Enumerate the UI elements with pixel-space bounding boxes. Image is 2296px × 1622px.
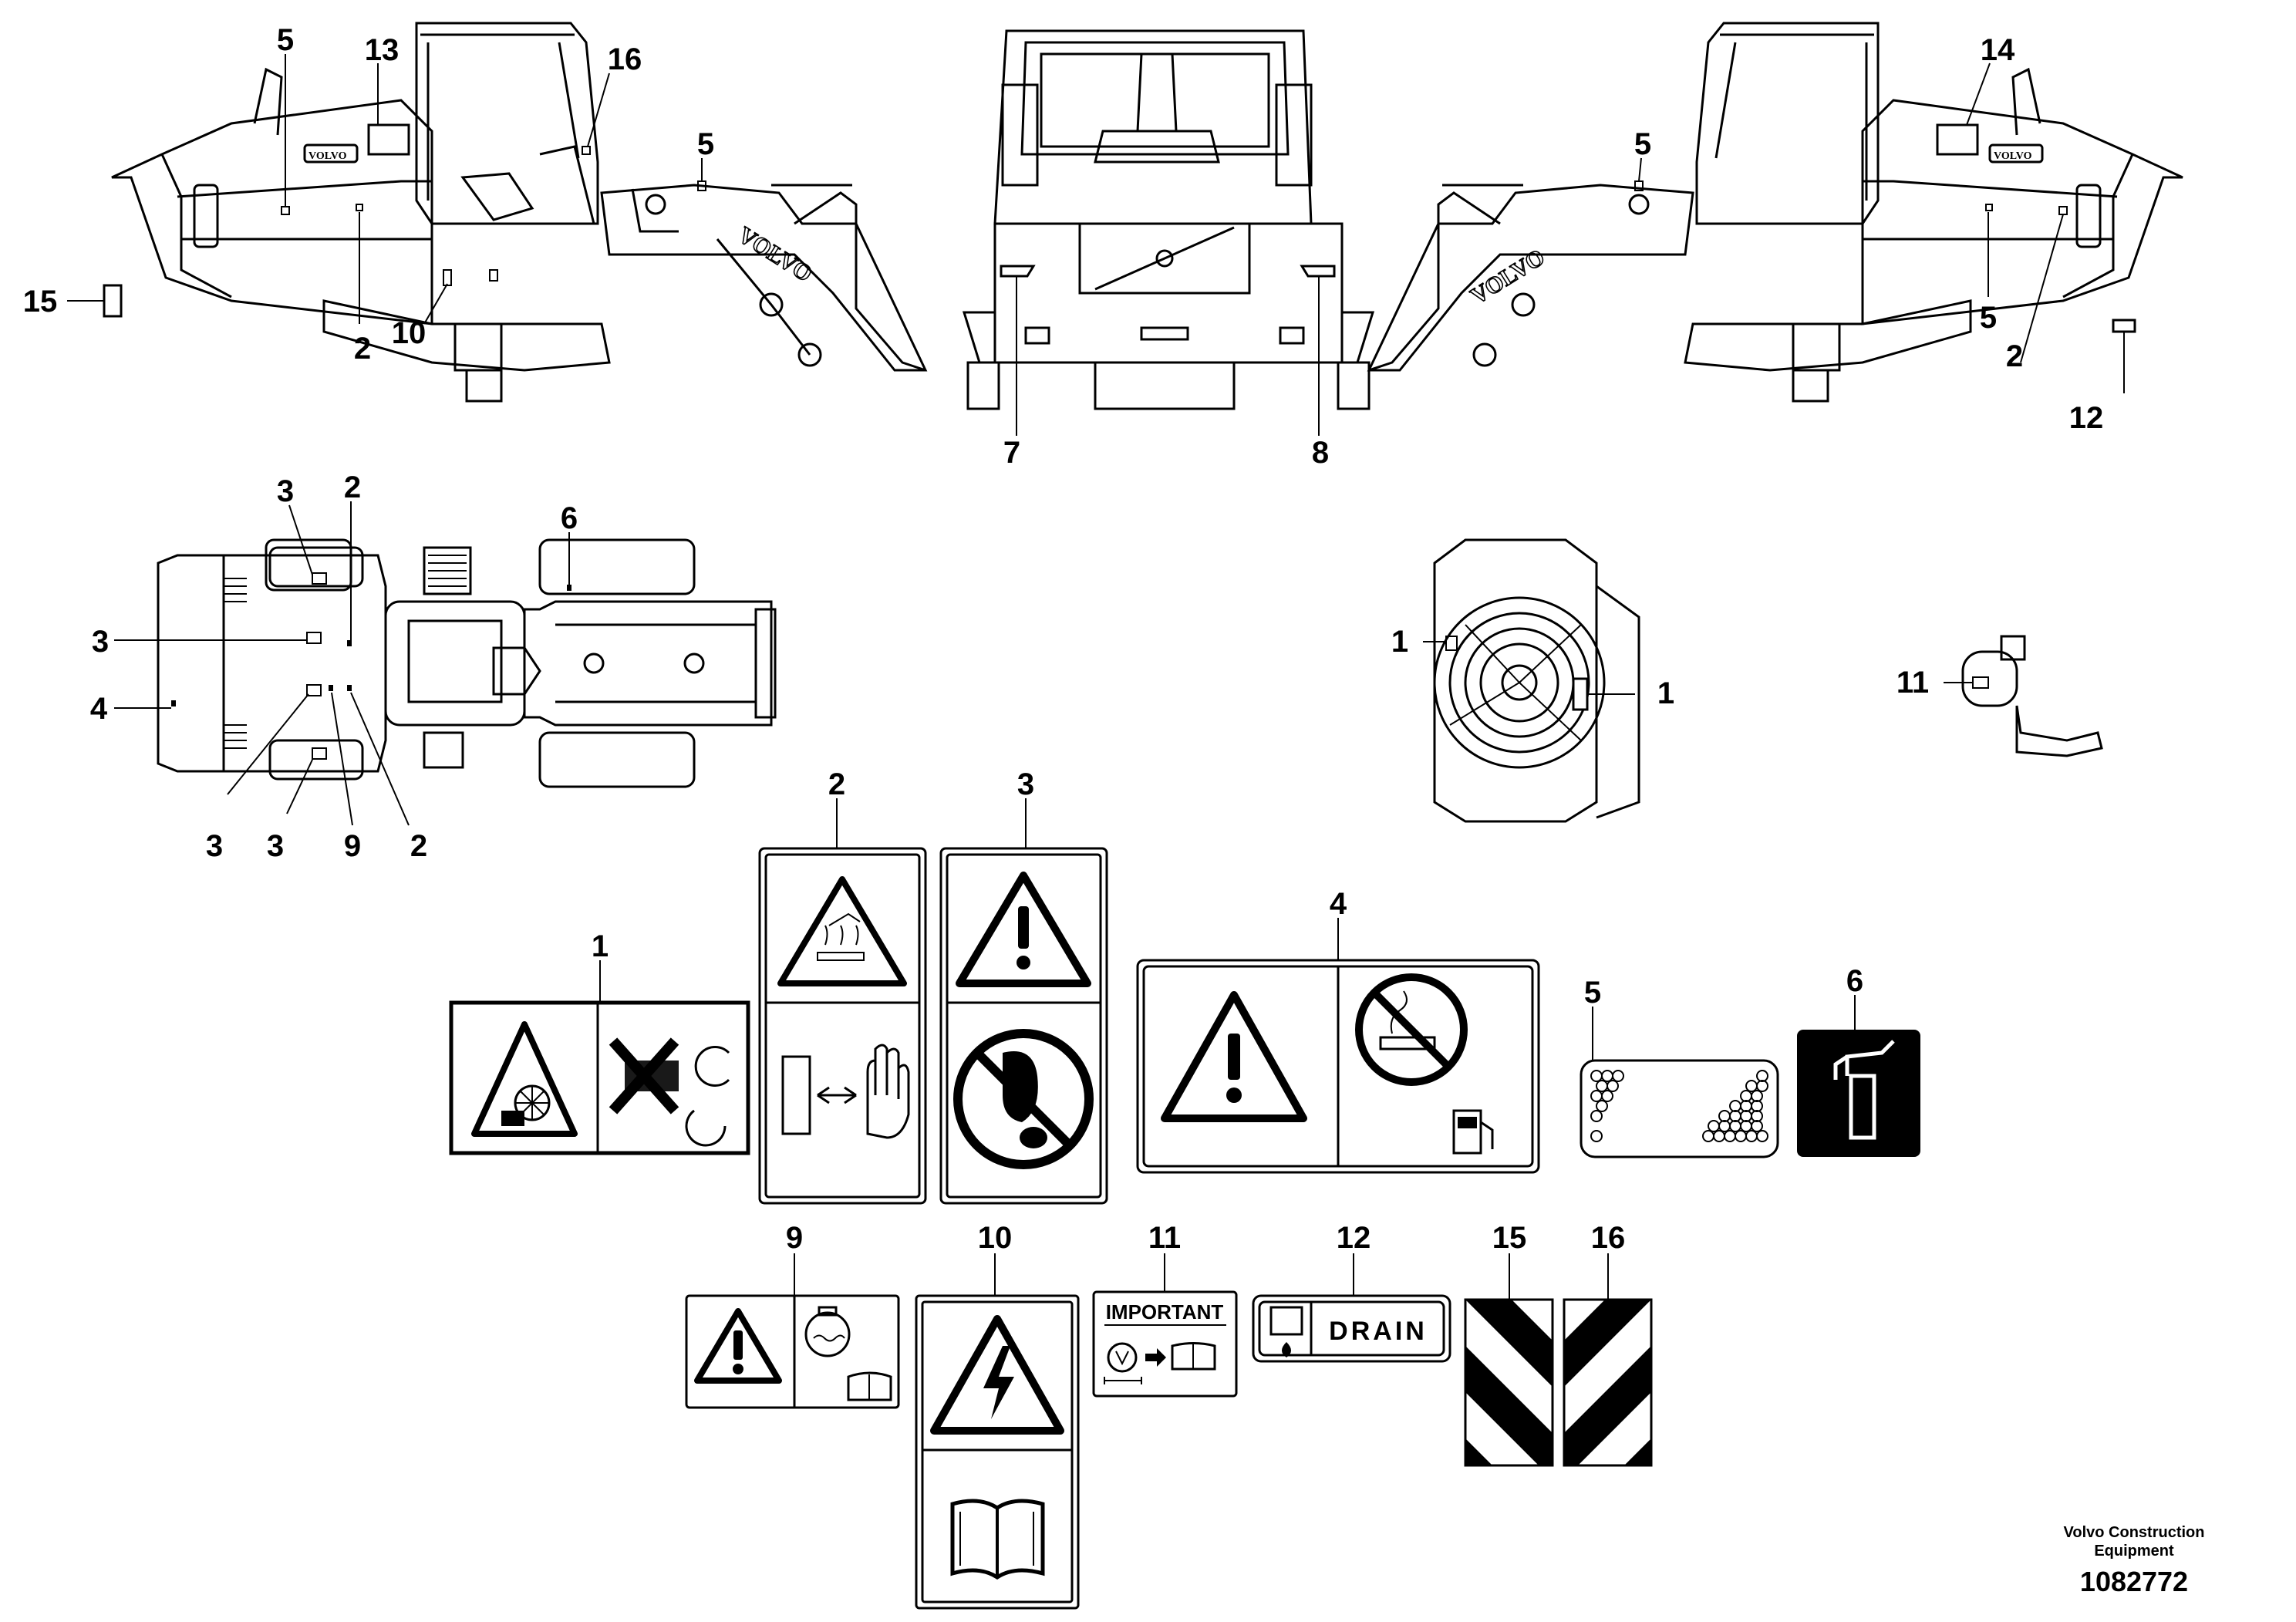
manual-book-icon	[847, 1371, 892, 1401]
callout-1-fan-right: 1	[1657, 676, 1674, 710]
top-view-decal-3-marker-b	[306, 632, 322, 644]
callout-14: 14	[1981, 33, 2015, 67]
callout-5-left-arm: 5	[697, 127, 714, 161]
right-view-decal-14-marker	[1936, 123, 1979, 156]
callout-16-side: 16	[608, 42, 642, 76]
decal-6-fire-extinguisher	[1797, 995, 1920, 1157]
callout-1-fan-left: 1	[1391, 625, 1408, 659]
drain-drop-icon	[1282, 1334, 1291, 1357]
top-view-decal-3-marker-d	[312, 747, 327, 760]
callout-labels: 5 13 16 5 15 2 10 7 8 14 5 5 2 12 3 2 6 …	[23, 23, 2104, 1255]
rotation-arrow-icon	[694, 1046, 730, 1087]
callout-9-decal: 9	[786, 1221, 803, 1255]
hand-icon	[866, 1044, 910, 1139]
callout-15-decal: 15	[1492, 1221, 1527, 1255]
callout-3-top-a: 3	[277, 474, 294, 508]
callout-5-right-arm: 5	[1634, 127, 1651, 161]
decal-11-important-manual: IMPORTANT	[1092, 1253, 1238, 1398]
callout-12-decal: 12	[1337, 1221, 1371, 1255]
callout-3-decal: 3	[1017, 767, 1034, 801]
loader-rear-view	[962, 29, 1375, 436]
decal-1-rotating-fan-warning	[449, 960, 750, 1155]
callout-5-decal: 5	[1584, 976, 1601, 1010]
callout-7: 7	[1003, 436, 1020, 470]
decal-5-reflector	[1580, 1007, 1779, 1158]
callout-16-decal: 16	[1591, 1221, 1626, 1255]
callout-11-filter: 11	[1896, 666, 1929, 700]
important-label: IMPORTANT	[1106, 1300, 1224, 1324]
callout-13: 13	[365, 33, 400, 67]
callout-3-top-c: 3	[206, 829, 223, 863]
callout-10-side: 10	[392, 316, 426, 350]
callout-3-top-d: 3	[267, 829, 284, 863]
keep-distance-arrow-icon	[817, 1086, 857, 1104]
air-filter-decal-11-marker	[1972, 676, 1989, 689]
left-view-decal-15-marker	[103, 284, 123, 318]
decal-16-chevron-right	[1563, 1253, 1653, 1467]
callout-3-top-b: 3	[92, 625, 109, 659]
decal-3-no-step-warning	[939, 798, 1108, 1205]
callout-4-decal: 4	[1330, 887, 1347, 921]
callout-2-decal: 2	[828, 767, 845, 801]
callout-2-left: 2	[354, 332, 371, 366]
publisher-line-1: Volvo Construction	[2063, 1524, 2205, 1541]
fan-decal-1-marker-right	[1572, 677, 1589, 711]
callout-9-top: 9	[344, 829, 361, 863]
air-filter-indicator-icon	[1107, 1342, 1138, 1373]
decal-2-hot-surface-warning	[758, 798, 927, 1205]
decal-15-chevron-left	[1464, 1253, 1554, 1467]
callout-5-left-hood: 5	[277, 23, 294, 57]
rear-view-decal-8-marker	[1300, 265, 1336, 278]
fan-decal-1-marker-left	[1445, 636, 1458, 651]
right-view-decal-12-marker	[2112, 319, 2136, 333]
callout-10-decal: 10	[978, 1221, 1013, 1255]
svg-text:VOLVO: VOLVO	[308, 150, 347, 162]
callout-8: 8	[1312, 436, 1329, 470]
decal-10-electrical-warning	[915, 1253, 1080, 1610]
callout-2-right: 2	[2006, 339, 2023, 373]
fire-extinguisher-icon	[1797, 1030, 1920, 1157]
decal-4-no-smoking-warning	[1136, 918, 1540, 1174]
callout-5-right-frame: 5	[1980, 301, 1997, 335]
callout-1-decal: 1	[592, 929, 609, 963]
callout-11-decal: 11	[1148, 1221, 1181, 1255]
manual-book-icon	[1171, 1342, 1216, 1371]
callout-2-top-b: 2	[410, 829, 427, 863]
loader-right-side-view: VOLVO VOLVO	[1367, 22, 2183, 403]
loader-left-side-view: VOLVO VOLVO	[67, 22, 928, 403]
drawing-number: 1082772	[2079, 1566, 2189, 1597]
svg-text:VOLVO: VOLVO	[1994, 150, 2032, 162]
publisher-credit: Volvo Construction Equipment	[2018, 1523, 2250, 1560]
cooling-fan-assembly	[1423, 538, 1640, 823]
coolant-tank-icon	[804, 1311, 851, 1357]
fuel-pump-icon	[1452, 1109, 1482, 1155]
callout-6-decal: 6	[1846, 964, 1863, 998]
callout-15-side: 15	[23, 285, 58, 319]
decal-9-coolant-warning	[685, 1253, 900, 1409]
top-view-decal-3-marker-c	[306, 684, 322, 696]
callout-4-top: 4	[90, 692, 108, 726]
publisher-line-2: Equipment	[2094, 1543, 2174, 1560]
top-view-decal-3-marker-a	[312, 572, 327, 585]
rear-view-decal-7-marker	[1000, 265, 1036, 278]
loader-top-view	[114, 501, 777, 826]
callout-6-top: 6	[561, 501, 578, 535]
callout-2-top-a: 2	[344, 470, 361, 504]
callout-12-side: 12	[2069, 401, 2104, 435]
drain-label: DRAIN	[1329, 1317, 1428, 1346]
left-view-decal-13-marker	[367, 123, 410, 156]
air-filter-assembly	[1944, 635, 2103, 757]
decal-12-drain: DRAIN	[1252, 1253, 1451, 1363]
